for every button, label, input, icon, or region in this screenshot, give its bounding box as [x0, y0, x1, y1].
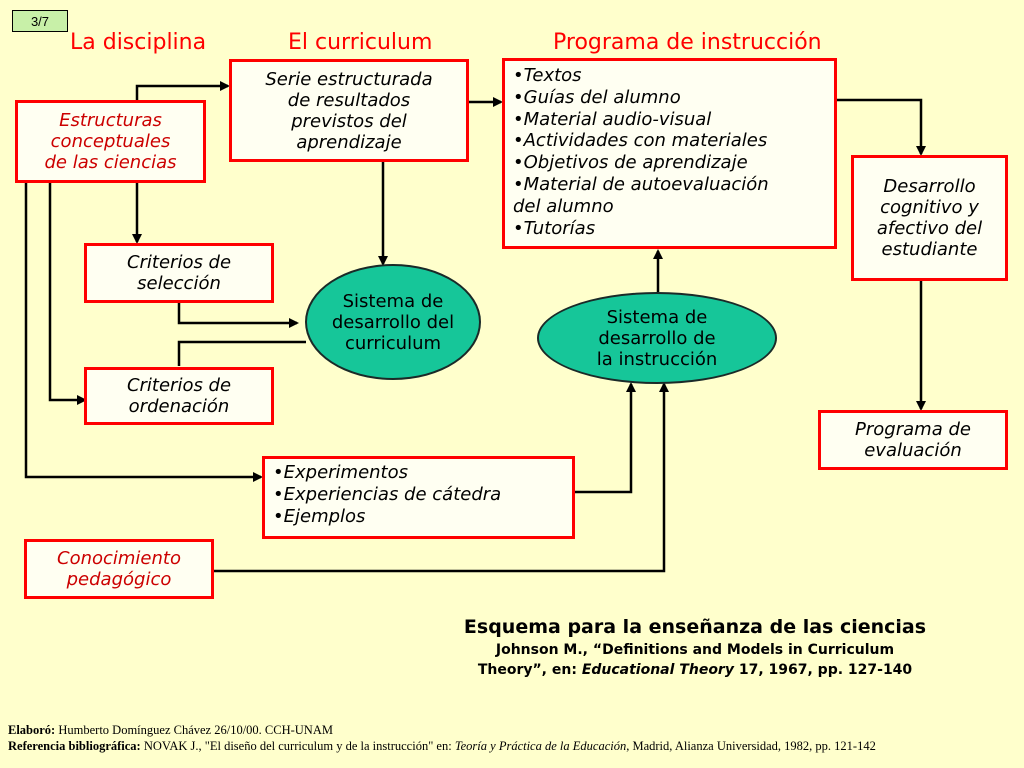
arrow-estructuras-experimentos	[24, 183, 263, 482]
sistema-instruccion-label: Sistema de desarrollo de la instrucción	[596, 306, 718, 370]
caption-ref-line2: Theory”, en: Educational Theory 17, 1967…	[440, 660, 950, 680]
arrow-estructuras-ordenacion	[48, 183, 87, 405]
box-conocimiento-pedagogico: Conocimiento pedagógico	[24, 539, 214, 599]
sistema-curriculum-label: Sistema de desarrollo del curriculum	[331, 290, 455, 354]
caption-ref-suffix: 17, 1967, pp. 127-140	[733, 662, 913, 678]
list-item: •Material audio-visual	[513, 108, 712, 130]
footer-elaboro: Elaboró: Humberto Domínguez Chávez 26/10…	[8, 722, 1018, 738]
caption-ref-line1: Johnson M., “Definitions and Models in C…	[495, 642, 895, 658]
caption-ref-prefix: Theory”, en:	[477, 662, 582, 678]
list-item: •Experiencias de cátedra	[273, 483, 502, 505]
desarrollo-label: Desarrollo cognitivo y afectivo del estu…	[876, 176, 983, 260]
serie-label: Serie estructurada de resultados previst…	[265, 68, 433, 153]
caption-ref-journal: Educational Theory	[581, 662, 734, 678]
referencia-book: Teoría y Práctica de la Educación	[454, 739, 627, 753]
experiments-list: •Experimentos •Experiencias de cátedra •…	[265, 459, 509, 531]
list-item: •Tutorías	[513, 217, 596, 239]
materials-list: •Textos •Guías del alumno •Material audi…	[505, 61, 777, 243]
footer-referencia: Referencia bibliográfica: NOVAK J., "El …	[8, 738, 1018, 754]
box-criterios-ordenacion: Criterios de ordenación	[84, 367, 274, 425]
referencia-label: Referencia bibliográfica:	[8, 739, 141, 753]
arrow-experimentos-sistema	[575, 382, 636, 494]
caption-title: Esquema para la enseñanza de las ciencia…	[463, 616, 927, 638]
list-item: •Material de autoevaluación del alumno	[513, 173, 769, 217]
criterios-ordenacion-label: Criterios de ordenación	[126, 375, 232, 417]
estructuras-label: Estructuras conceptuales de las ciencias	[44, 110, 177, 173]
box-criterios-seleccion: Criterios de selección	[84, 243, 274, 303]
box-experimentos: •Experimentos •Experiencias de cátedra •…	[262, 456, 575, 539]
list-item: •Actividades con materiales	[513, 130, 768, 152]
box-desarrollo-estudiante: Desarrollo cognitivo y afectivo del estu…	[851, 155, 1008, 281]
page-number: 3/7	[12, 10, 68, 32]
criterios-seleccion-label: Criterios de selección	[126, 252, 232, 294]
box-serie-estructurada: Serie estructurada de resultados previst…	[229, 59, 469, 162]
elaboro-value: Humberto Domínguez Chávez 26/10/00. CCH-…	[55, 723, 333, 737]
conocimiento-label: Conocimiento pedagógico	[57, 548, 181, 590]
referencia-prefix: NOVAK J., "El diseño del curriculum y de…	[140, 739, 455, 753]
arrow-estructuras-serie	[135, 81, 230, 100]
box-materiales: •Textos •Guías del alumno •Material audi…	[502, 58, 837, 249]
diagram-caption: Esquema para la enseñanza de las ciencia…	[440, 615, 950, 680]
arrow-seleccion-sistema	[177, 302, 299, 328]
elaboro-label: Elaboró:	[8, 723, 56, 737]
arrow-conocimiento-sistema	[214, 382, 669, 573]
box-estructuras-conceptuales: Estructuras conceptuales de las ciencias	[15, 100, 206, 183]
referencia-suffix: , Madrid, Alianza Universidad, 1982, pp.…	[626, 739, 876, 753]
ellipse-sistema-curriculum: Sistema de desarrollo del curriculum	[305, 264, 481, 380]
arrow-materiales-desarrollo	[837, 98, 926, 156]
heading-curriculum: El curriculum	[288, 30, 433, 55]
list-item: •Experimentos	[273, 462, 409, 483]
list-item: •Ejemplos	[273, 505, 366, 527]
footer: Elaboró: Humberto Domínguez Chávez 26/10…	[8, 722, 1018, 754]
list-item: •Guías del alumno	[513, 86, 681, 108]
line-ordenacion-sistema	[177, 340, 306, 366]
heading-programa: Programa de instrucción	[553, 30, 822, 55]
programa-evaluacion-label: Programa de evaluación	[855, 419, 971, 461]
list-item: •Objetivos de aprendizaje	[513, 152, 748, 174]
ellipse-sistema-instruccion: Sistema de desarrollo de la instrucción	[537, 292, 777, 384]
list-item: •Textos	[513, 65, 582, 86]
heading-disciplina: La disciplina	[70, 30, 207, 55]
box-programa-evaluacion: Programa de evaluación	[818, 410, 1008, 470]
